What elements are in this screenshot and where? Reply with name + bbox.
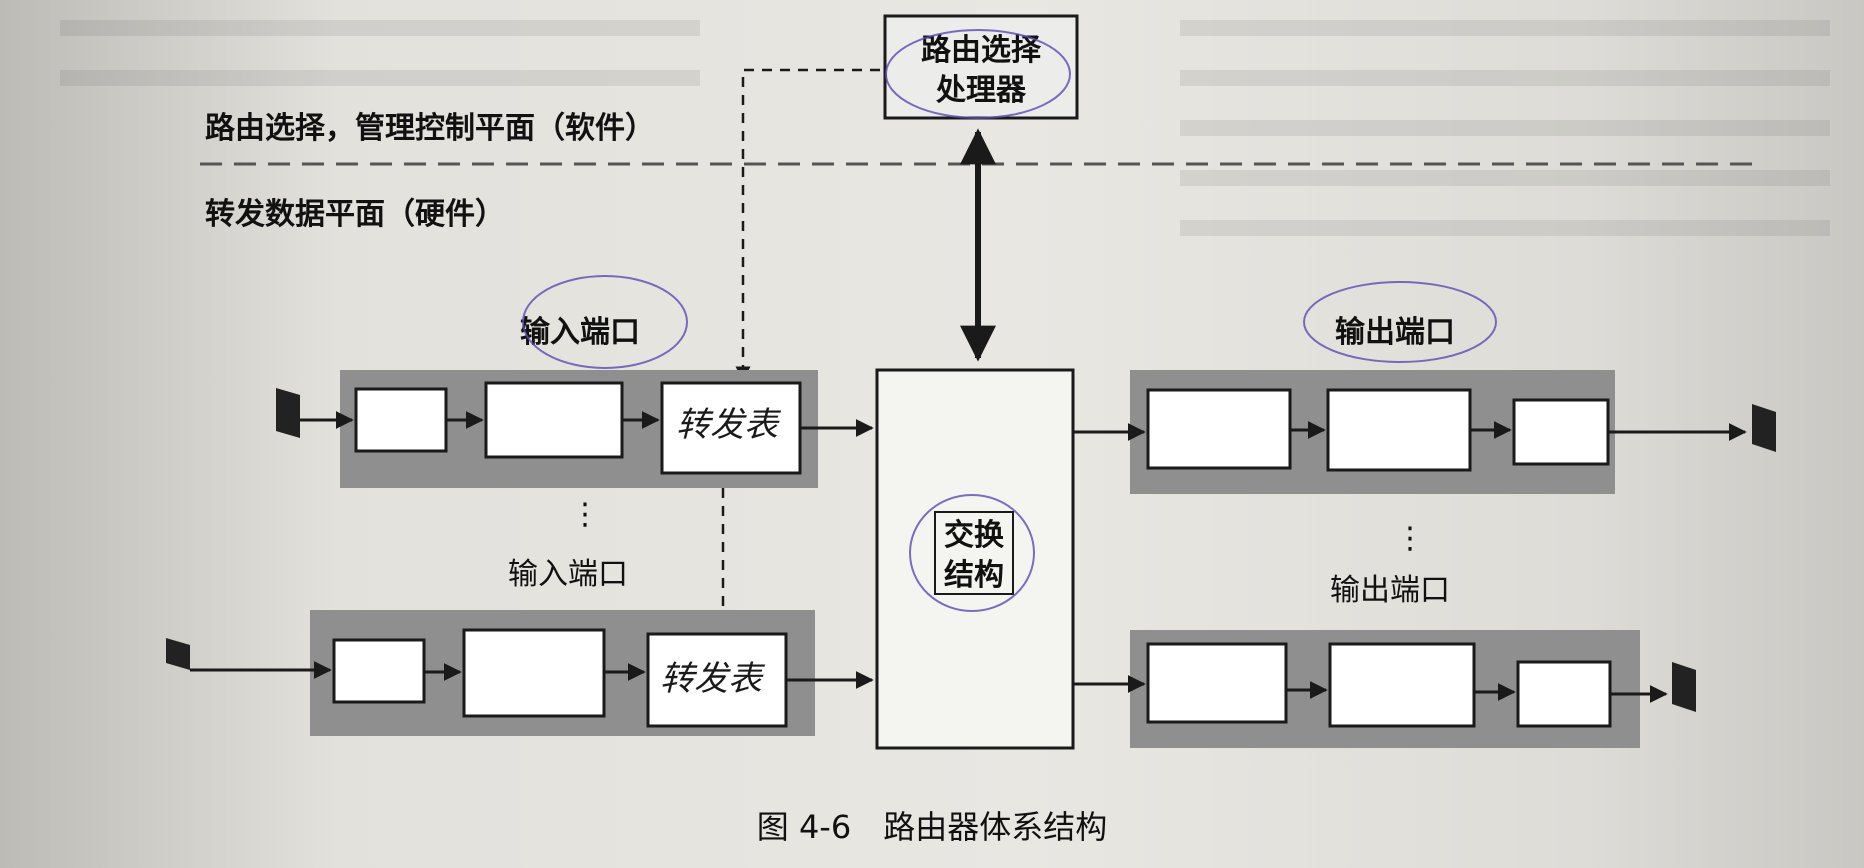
background-page-texture — [60, 20, 1830, 236]
input-port-1: 输入端口 转发表 — [276, 275, 874, 488]
switch-fabric-label-line2: 结构 — [944, 558, 1004, 593]
routing-processor-label-line1: 路由选择 — [921, 33, 1042, 68]
forwarding-plane-label: 转发数据平面（硬件） — [205, 197, 505, 232]
output-port-2-stage-1 — [1146, 642, 1288, 724]
switch-fabric-label-line1: 交换 — [944, 518, 1005, 553]
output-port-1-stage-1 — [1146, 388, 1292, 470]
output-port-1: 输出端口 — [1073, 281, 1776, 494]
output-port-1-plug — [1752, 404, 1776, 452]
routing-processor: 路由选择 处理器 — [883, 14, 1079, 120]
input-port-2-forwarding-table — [646, 632, 788, 728]
control-dashed-line-1 — [735, 68, 880, 382]
input-port-1-plug — [276, 388, 300, 438]
input-port-2: 转发表 — [166, 610, 874, 736]
input-ellipsis: ⋮ — [570, 497, 600, 532]
handwritten-forwarding-table-1: 转发表 — [676, 405, 782, 445]
switch-fabric: 交换 结构 — [875, 368, 1075, 750]
output-port-1-stage-3 — [1512, 398, 1610, 466]
input-port-2-stage-2 — [462, 628, 606, 718]
input-port-1-stage-2 — [484, 381, 624, 459]
output-port-2 — [1073, 630, 1696, 748]
output-port-2-plug — [1672, 662, 1696, 712]
input-port-1-stage-1 — [354, 387, 448, 453]
output-port-caption: 输出端口 — [1330, 573, 1450, 608]
input-port-1-forwarding-table — [660, 381, 802, 475]
ink-circle-annotation — [885, 29, 1071, 119]
input-port-caption: 输入端口 — [508, 557, 628, 592]
output-port-1-stage-2 — [1326, 388, 1472, 472]
output-port-2-stage-3 — [1516, 660, 1612, 728]
figure-caption: 图 4-6 路由器体系结构 — [757, 808, 1107, 846]
input-port-2-stage-1 — [332, 638, 426, 704]
input-port-1-label: 输入端口 — [520, 315, 640, 350]
control-plane-label: 路由选择，管理控制平面（软件） — [205, 111, 655, 146]
handwritten-forwarding-table-2: 转发表 — [660, 659, 766, 699]
ink-circle-annotation — [1303, 281, 1497, 363]
routing-processor-label-line2: 处理器 — [935, 73, 1027, 108]
ink-circle-annotation — [522, 275, 688, 369]
output-ellipsis: ⋮ — [1395, 521, 1425, 556]
ink-circle-annotation — [909, 494, 1035, 612]
output-port-2-stage-2 — [1328, 642, 1476, 728]
input-port-2-plug — [166, 638, 190, 670]
output-port-1-label: 输出端口 — [1335, 315, 1455, 350]
